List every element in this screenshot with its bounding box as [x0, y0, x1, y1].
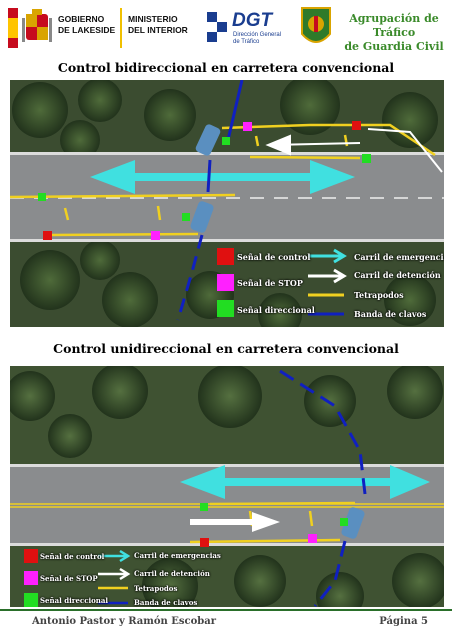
legend2-tetrapodos-label: Tetrapodos: [134, 584, 178, 593]
legend-tetrapodos-label: Tetrapodos: [354, 290, 404, 300]
legend2-direccional-label: Señal direccional: [40, 596, 109, 605]
footer-divider: [0, 609, 452, 611]
gov-line2: DE LAKESIDE: [58, 25, 116, 35]
dgt-subtitle: Dirección General de Tráfico: [233, 32, 281, 46]
legend-control-swatch: [217, 248, 234, 265]
coat-of-arms-icon: [22, 9, 52, 42]
guardia-civil-badge-icon: [301, 7, 331, 43]
dgt-name: DGT: [232, 10, 273, 31]
section1-title: Control bidireccional en carretera conve…: [57, 60, 395, 75]
legend2-stop-label: Señal de STOP: [40, 574, 98, 583]
legend2-clavos-label: Banda de clavos: [134, 598, 198, 607]
page-number: Página 5: [379, 616, 428, 627]
legend-stop-label: Señal de STOP: [237, 278, 303, 288]
header-divider: [120, 8, 122, 48]
spain-flag-stripe: [8, 8, 18, 48]
footer-authors: Antonio Pastor y Ramón Escobar: [32, 616, 217, 627]
legend-direccional-swatch: [217, 300, 234, 317]
dgt-sub2: de Tráfico: [233, 39, 260, 45]
legend-emergencias-label: Carril de emergencias: [354, 252, 444, 262]
legend-clavos-label: Banda de clavos: [354, 309, 427, 319]
bidirectional-aerial-view: [10, 80, 444, 327]
dgt-sub1: Dirección General: [233, 32, 282, 38]
legend-detencion-label: Carril de detención: [354, 270, 441, 280]
legend2-emergencias-label: Carril de emergencias: [134, 551, 221, 560]
dgt-logo-icon: [207, 12, 227, 42]
legend2-stop-swatch: [24, 571, 38, 585]
gc-line2: de Guardia Civil: [344, 40, 444, 53]
unidirectional-aerial-view: [10, 366, 444, 607]
gc-line1: Agrupación de Tráfico: [349, 12, 439, 39]
legend2-direccional-swatch: [24, 593, 38, 607]
legend-stop-swatch: [217, 274, 234, 291]
gov-line1: GOBIERNO: [58, 14, 105, 24]
guardia-civil-label: Agrupación de Tráfico de Guardia Civil: [338, 12, 450, 54]
min-line1: MINISTERIO: [128, 14, 178, 24]
government-label: GOBIERNO DE LAKESIDE: [58, 14, 115, 36]
ministry-label: MINISTERIO DEL INTERIOR: [128, 14, 188, 36]
unidirectional-diagram: Señal de control Señal de STOP Señal dir…: [10, 366, 444, 607]
legend-control-label: Señal de control: [237, 252, 311, 262]
legend2-detencion-label: Carril de detención: [134, 569, 210, 578]
legend2-control-label: Señal de control: [40, 552, 105, 561]
section2-title: Control unidireccional en carretera conv…: [53, 341, 399, 356]
bidirectional-diagram: Señal de control Señal de STOP Señal dir…: [10, 80, 444, 327]
legend2-control-swatch: [24, 549, 38, 563]
min-line2: DEL INTERIOR: [128, 25, 188, 35]
legend-direccional-label: Señal direccional: [237, 305, 315, 315]
